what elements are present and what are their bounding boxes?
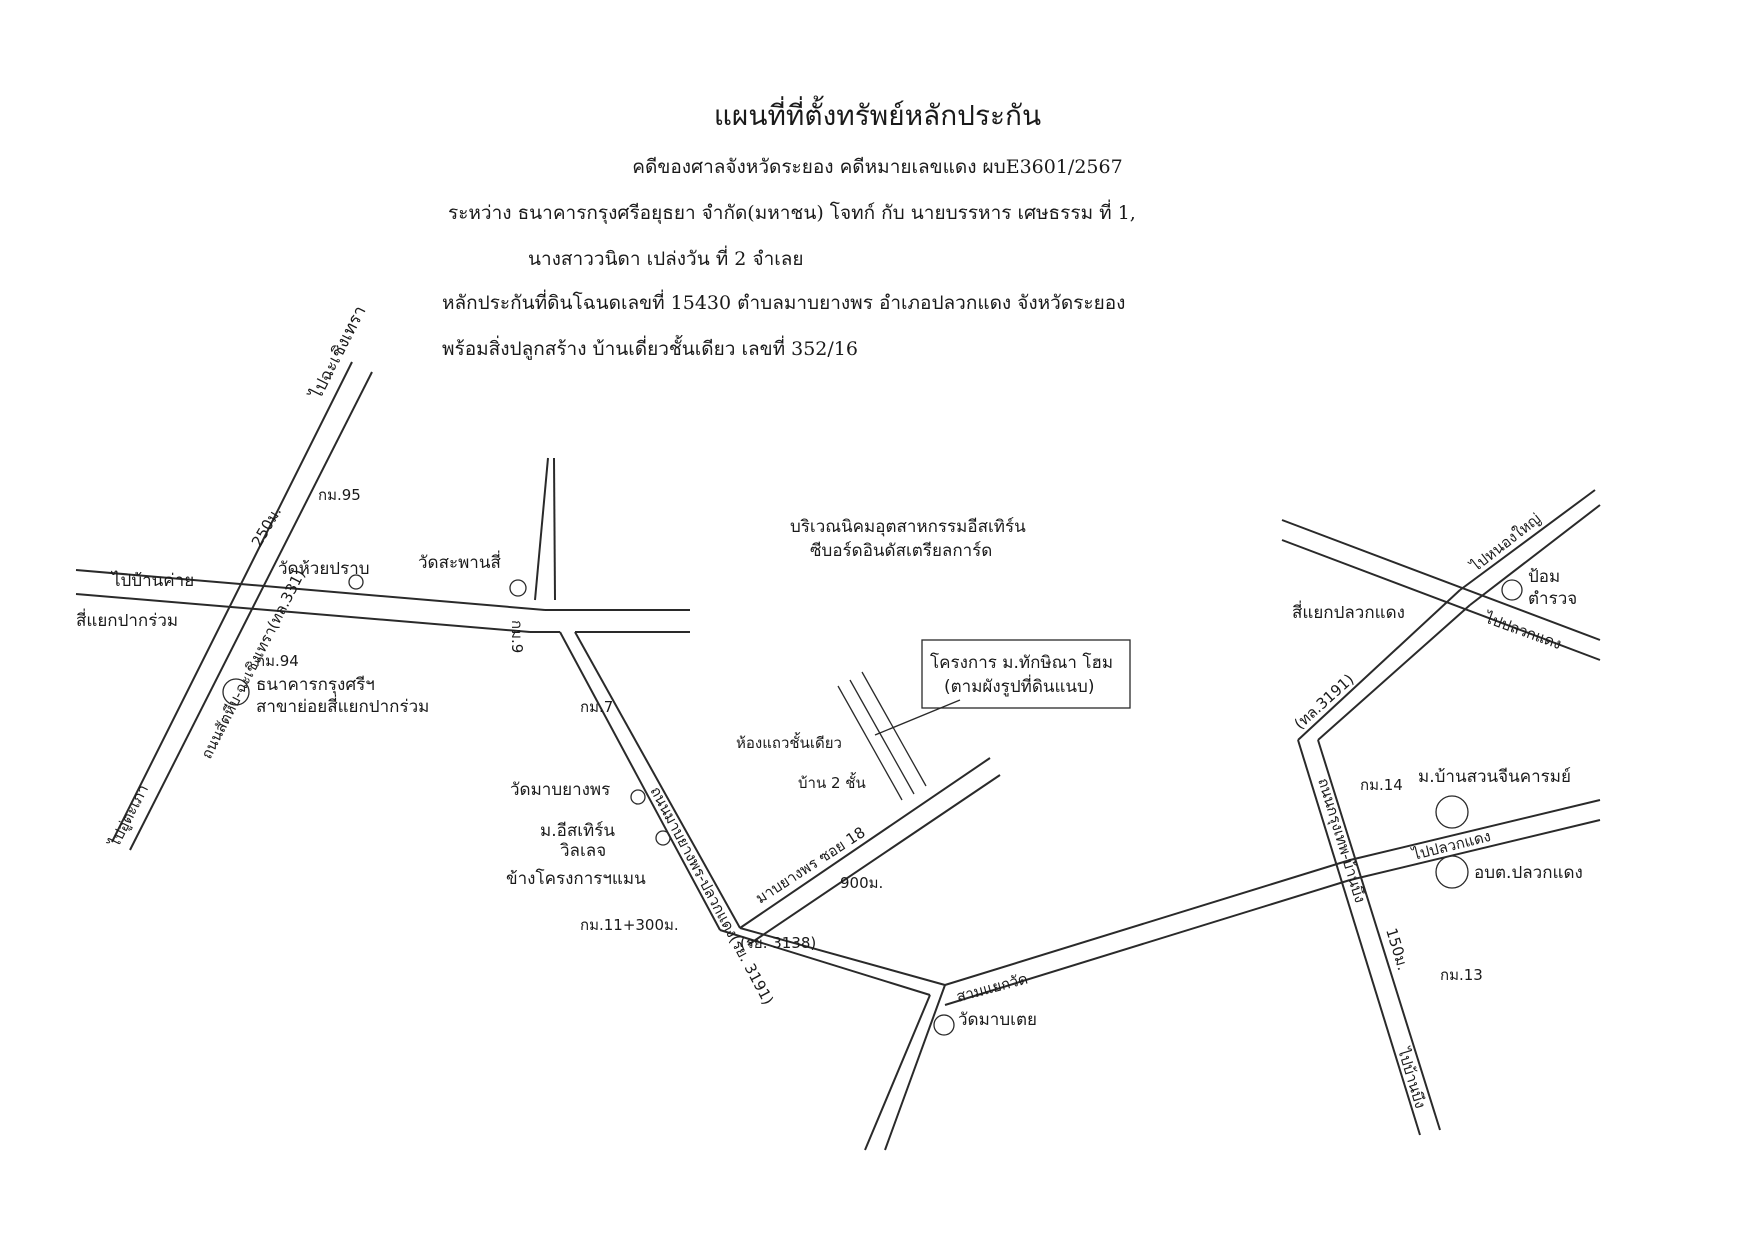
label-wat-sam: วัดมาบเตย (958, 1010, 1037, 1030)
bank-marker (222, 678, 250, 706)
label-km95: กม.95 (318, 486, 361, 504)
label-wat-huaiprab: วัดห้วยปราบ (278, 559, 370, 579)
label-wat-mabyangphon: วัดมาบยางพร (510, 780, 610, 800)
label-intersection-wat: สามแยกวัด (954, 970, 1029, 1006)
label-to-u-tapao: ไปอู่ตะเภา (105, 782, 152, 851)
village-marker (1435, 795, 1469, 829)
label-junction-pakruam: สี่แยกปากร่วม (76, 608, 178, 631)
label-project-beside: ข้างโครงการฯแมน (506, 868, 646, 889)
project-buildings (837, 639, 1131, 801)
map-title: แผนที่ที่ตั้งทรัพย์หลักประกัน (713, 99, 1042, 132)
label-km11: กม.11+300ม. (580, 916, 679, 934)
label-house-2: บ้าน 2 ชั้น (798, 772, 866, 792)
road-331 (111, 361, 373, 851)
label-project-note: (ตามผังรูปที่ดินแนบ) (944, 674, 1094, 697)
label-townhouse: ห้องแถวชั้นเดียว (736, 732, 842, 752)
label-police-1: ป้อม (1528, 567, 1560, 587)
collateral-line-2: พร้อมสิ่งปลูกสร้าง บ้านเดี่ยวชั้นเดียว เ… (442, 338, 858, 360)
label-km94: กม.94 (256, 652, 299, 670)
road-pluakdaeng-junction (1281, 489, 1601, 661)
label-industrial-1: บริเวณนิคมอุตสาหกรรมอีสเทิร์น (790, 517, 1026, 537)
label-dist-900: 900ม. (840, 874, 883, 892)
case-line: คดีของศาลจังหวัดระยอง คดีหมายเลขแดง ผบE3… (632, 156, 1123, 178)
label-sao: อบต.ปลวกแดง (1474, 863, 1583, 883)
wat-mabyangphon-marker (630, 789, 646, 805)
label-junction-pluakdaeng: สี่แยกปลวกแดง (1292, 600, 1405, 623)
label-village: ม.บ้านสวนจีนคารมย์ (1418, 767, 1571, 787)
label-police-2: ตำรวจ (1528, 589, 1577, 609)
label-project-name: โครงการ ม.ทักษิณา โฮม (930, 652, 1113, 673)
label-road-soi: มาบยางพร ซอย 18 (752, 823, 868, 907)
eastern-uni-marker (655, 830, 671, 846)
wat-sam-marker (933, 1014, 955, 1036)
label-bank: ธนาคารกรุงศรีฯ (256, 675, 375, 695)
road-3138 (944, 799, 1601, 1006)
road-3191 (559, 631, 946, 1151)
landmarks (222, 574, 1523, 1036)
label-km7: กม.7 (580, 698, 613, 716)
label-dist-250: 250ม. (248, 504, 285, 550)
collateral-line-1: หลักประกันที่ดินโฉนดเลขที่ 15430 ตำบลมาบ… (442, 292, 1126, 314)
label-km9: กม.9 (508, 620, 526, 653)
label-eastern-uni-2: วิลเลจ (560, 841, 607, 861)
label-to-pluak-daeng-2: ไปปลวกแดง (1410, 827, 1493, 864)
road-west-east (75, 457, 690, 633)
label-road-vertical: ถนนกรุงเทพ-บ้านบึง (1313, 776, 1369, 905)
label-industrial-2: ซีบอร์ดอินดัสเตรียลการ์ด (810, 541, 992, 561)
label-wat-sapansi: วัดสะพานสี่ (418, 550, 501, 573)
label-to-pluak-daeng-1: ไปปลวกแดง (1482, 609, 1564, 654)
road-vertical-right (1297, 589, 1471, 1136)
label-eastern-uni-1: ม.อีสเทิร์น (540, 821, 615, 841)
parties-line-2: นางสาววนิดา เปล่งวัน ที่ 2 จำเลย (528, 248, 804, 270)
label-km14: กม.14 (1360, 776, 1403, 794)
label-route-3191: (รย. 3138) (740, 934, 816, 952)
label-km13: กม.13 (1440, 966, 1483, 984)
wat-sapansi-marker (509, 579, 527, 597)
label-to-ban-khai: ไปบ้านค่าย (110, 570, 194, 591)
label-route-191: (ทล.3191) (1291, 670, 1358, 733)
road-soi-18 (739, 757, 1001, 946)
wat-huaiprab-marker (348, 574, 364, 590)
label-bank-branch: สาขาย่อยสี่แยกปากร่วม (256, 694, 429, 717)
police-marker (1501, 579, 1523, 601)
parties-line-1: ระหว่าง ธนาคารกรุงศรีอยุธยา จำกัด(มหาชน)… (448, 202, 1136, 224)
label-to-nong-yai: ไปหนองใหญ่ (1467, 510, 1545, 576)
sao-marker (1435, 855, 1469, 889)
label-dist-150: 150ม. (1382, 926, 1412, 973)
